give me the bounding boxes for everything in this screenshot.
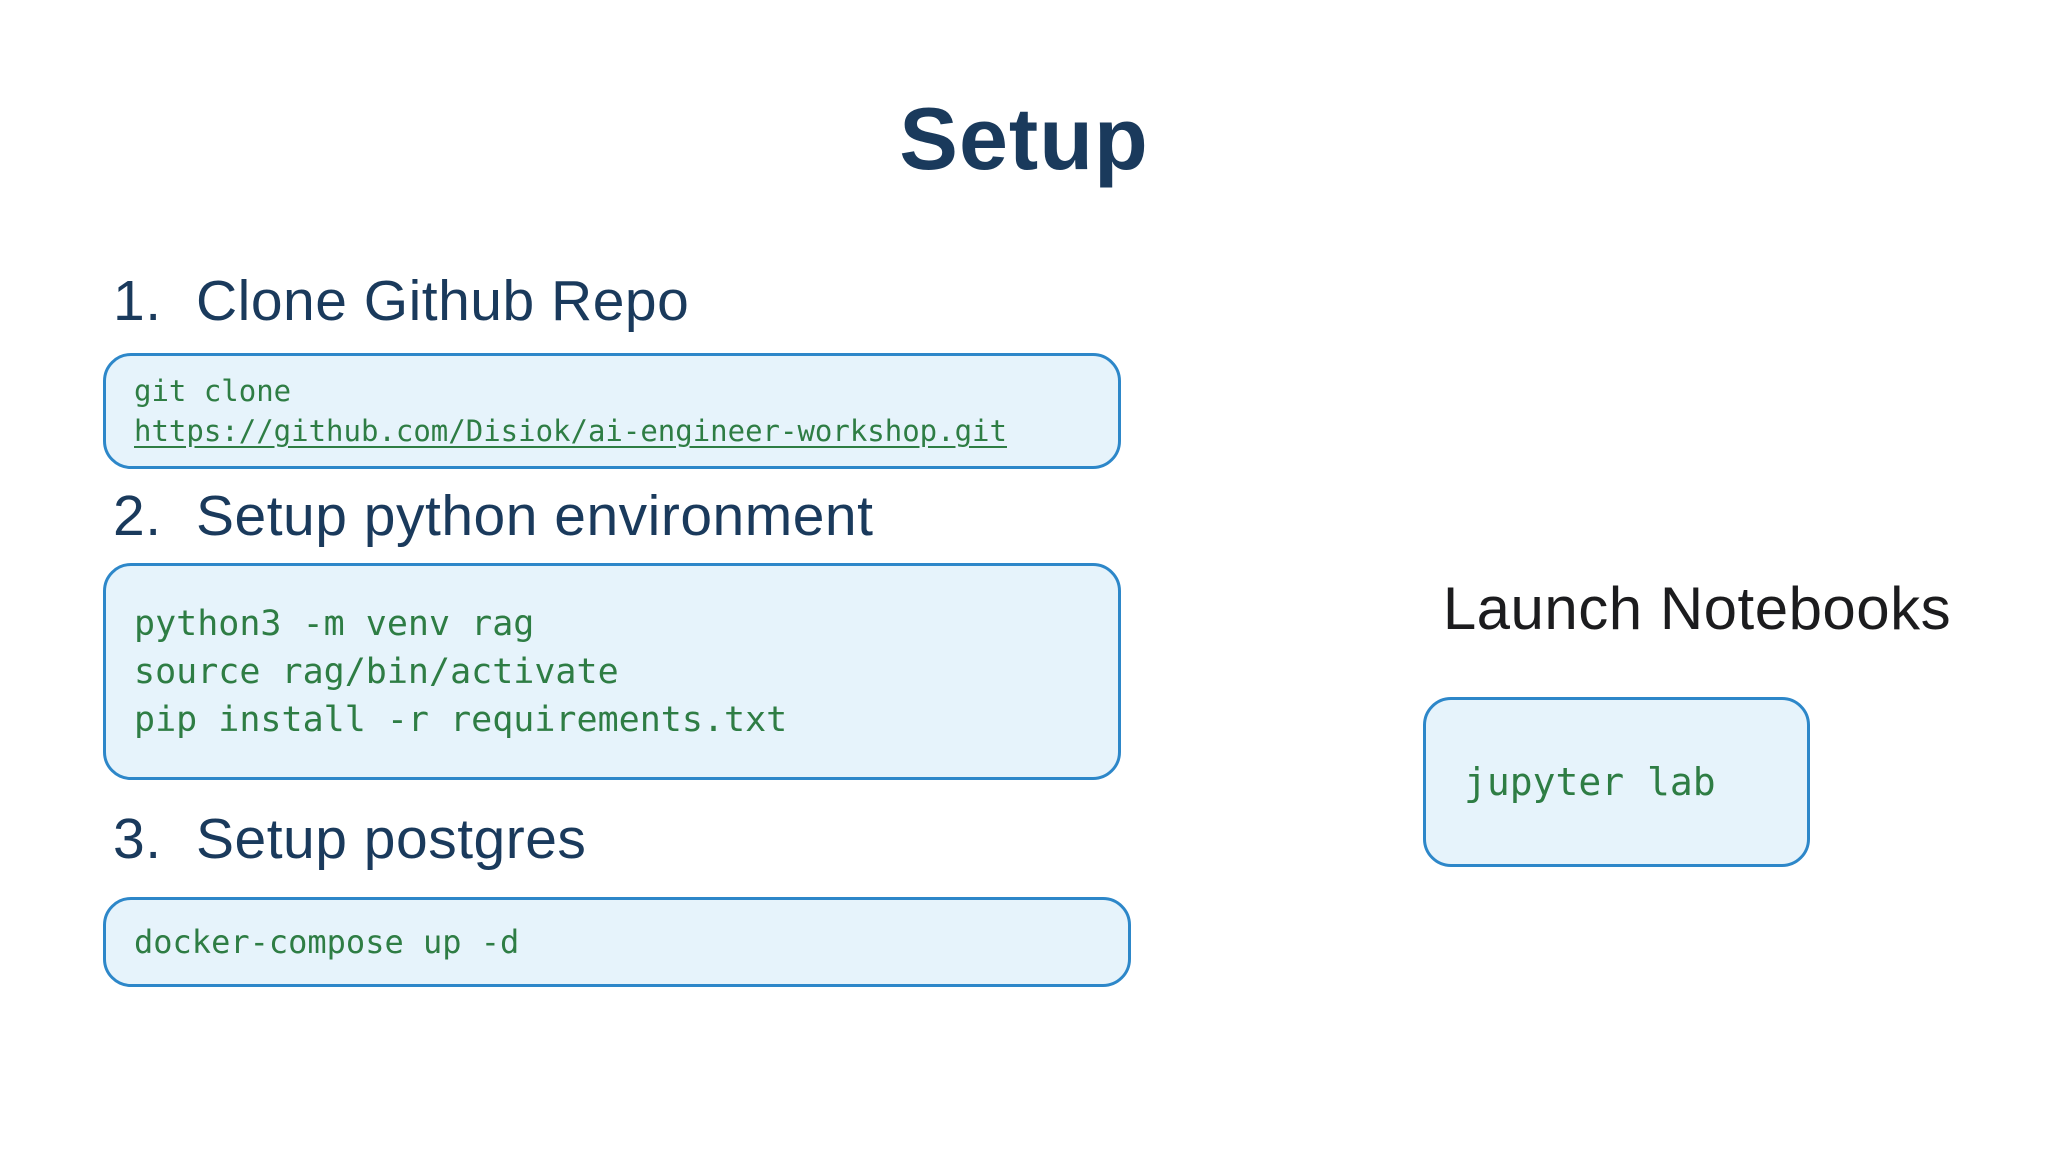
github-repo-link[interactable]: https://github.com/Disiok/ai-engineer-wo… <box>134 414 1007 448</box>
step-2-label: Setup python environment <box>196 484 874 548</box>
code-line: pip install -r requirements.txt <box>134 699 788 740</box>
step-3-heading: 3. Setup postgres <box>113 807 587 871</box>
step-3-code-box: docker-compose up -d <box>103 897 1131 987</box>
code-line: git clone <box>134 374 292 408</box>
step-1-label: Clone Github Repo <box>196 269 690 333</box>
code-line: docker-compose up -d <box>134 923 520 961</box>
step-1-code-box: git clone https://github.com/Disiok/ai-e… <box>103 353 1121 469</box>
code-line: source rag/bin/activate <box>134 651 619 692</box>
step-2-number: 2. <box>113 484 162 548</box>
launch-notebooks-heading: Launch Notebooks <box>1442 575 1952 642</box>
step-3-label: Setup postgres <box>196 807 587 871</box>
slide-title: Setup <box>899 89 1149 188</box>
step-2-code-box: python3 -m venv rag source rag/bin/activ… <box>103 563 1121 780</box>
step-2-heading: 2. Setup python environment <box>113 484 874 548</box>
step-1-number: 1. <box>113 269 162 333</box>
jupyter-code-box: jupyter lab <box>1423 697 1810 867</box>
code-line: jupyter lab <box>1464 760 1716 804</box>
step-3-number: 3. <box>113 807 162 871</box>
code-line: python3 -m venv rag <box>134 603 535 644</box>
step-1-heading: 1. Clone Github Repo <box>113 269 690 333</box>
